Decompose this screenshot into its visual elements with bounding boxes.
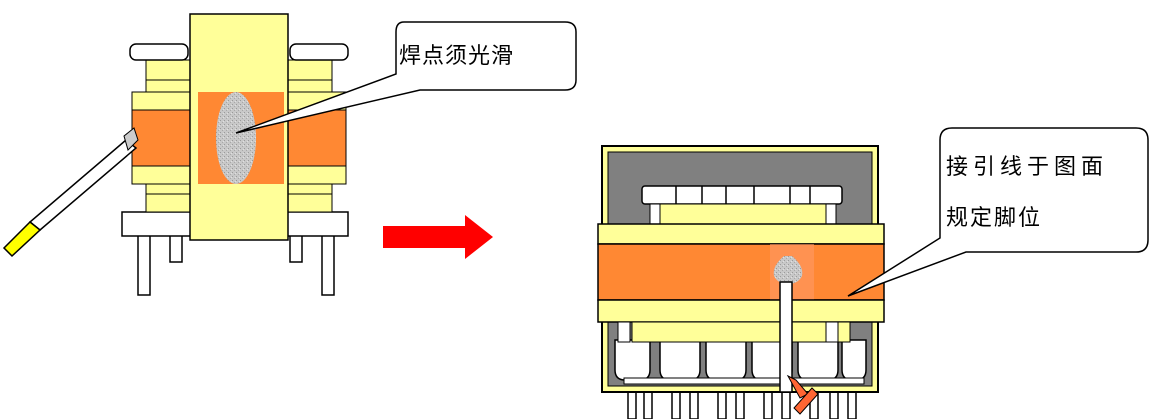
callout-solder — [235, 21, 577, 134]
solder-joint — [216, 92, 256, 184]
left-top-cap-right — [289, 43, 349, 61]
process-arrow — [383, 215, 493, 259]
right-bobbin-bottom — [597, 299, 885, 323]
right-winding — [597, 243, 885, 301]
right-solder-joint — [773, 256, 803, 284]
left-top-cap-left — [129, 43, 189, 61]
right-bobbin-top — [597, 223, 885, 245]
right-lead-wire — [779, 281, 793, 393]
right-pins — [627, 379, 857, 419]
callout-solder-bubble — [235, 21, 577, 134]
callout-pin-text-line1: 接引线于图面 — [946, 155, 1109, 180]
left-transformer — [2, 13, 349, 296]
callout-pin-text-line2: 规定脚位 — [946, 206, 1043, 231]
callout-pin — [847, 127, 1149, 297]
right-transformer — [597, 145, 885, 419]
callout-solder-text: 焊点须光滑 — [399, 44, 515, 69]
callout-pin-bubble — [847, 127, 1149, 297]
left-lead-wire-end — [2, 220, 42, 258]
right-pin-wire — [793, 387, 819, 415]
left-pin-1 — [137, 231, 151, 296]
left-lead-sleeve — [28, 139, 138, 231]
left-pin-4 — [321, 231, 335, 296]
